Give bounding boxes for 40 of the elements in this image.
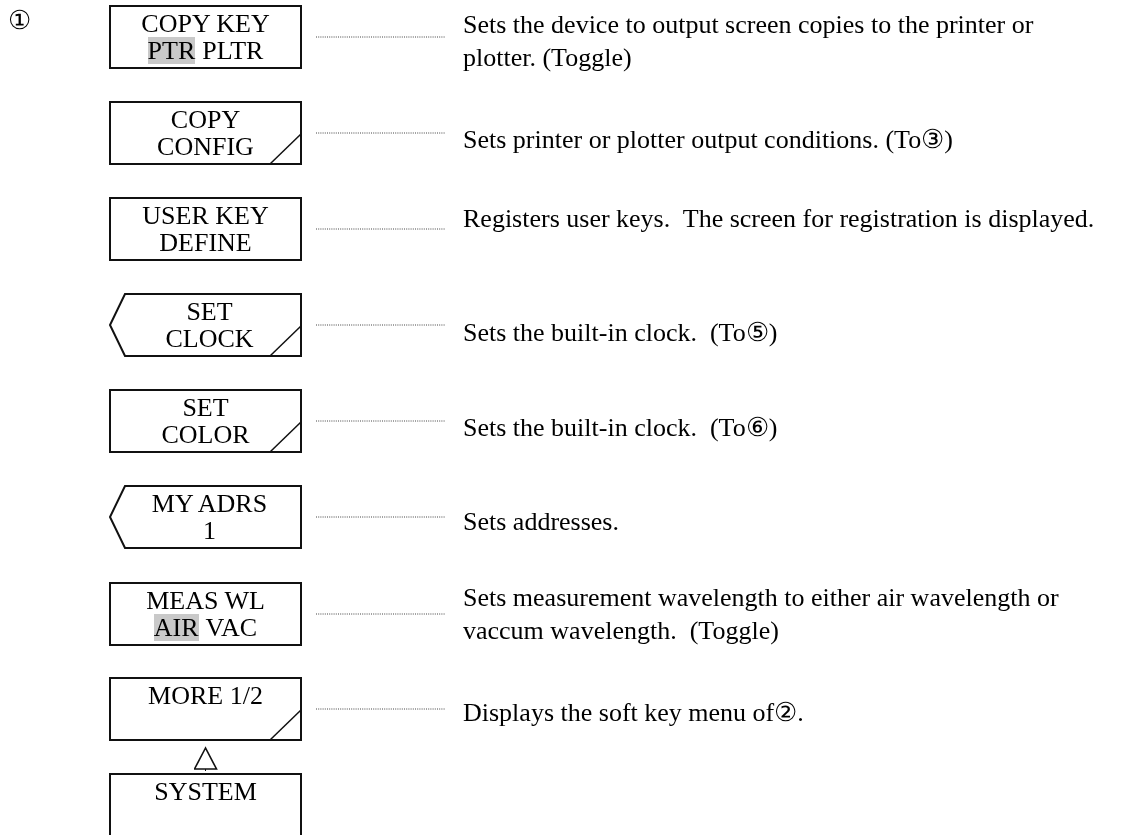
description-text: Registers user keys. The screen for registration is displayed.	[463, 202, 1096, 235]
key-label: MY ADRS 1	[150, 490, 269, 544]
soft-key	[109, 677, 302, 741]
description-text: Sets printer or plotter output conditions. (To③)	[463, 123, 954, 156]
soft-key	[109, 773, 302, 835]
description-text: Sets the device to output screen copies to the printer or plotter. (Toggle)	[463, 9, 1035, 74]
leader-line	[315, 708, 446, 710]
key-label: SET CLOCK	[164, 298, 255, 352]
key-label: COPY CONFIG	[156, 106, 255, 160]
key-label: USER KEY DEFINE	[141, 202, 270, 256]
key-label: SET COLOR	[160, 394, 251, 448]
leader-line	[315, 516, 446, 518]
key-label: PLTR	[202, 37, 264, 64]
soft-key	[109, 389, 302, 453]
triangle-arrow	[193, 747, 218, 772]
leader-line	[315, 324, 446, 326]
description-text: Sets the built-in clock. (To⑤)	[463, 316, 779, 349]
description-text: Sets addresses.	[463, 505, 620, 538]
description-text: Sets measurement wavelength to either air wavelength or vaccum wavelength. (Toggle)	[463, 582, 1060, 647]
key-label: MORE 1/2	[148, 682, 263, 709]
leader-line	[315, 132, 446, 134]
soft-key	[109, 101, 302, 165]
soft-key	[109, 582, 302, 646]
key-label: VAC	[205, 614, 258, 641]
soft-key	[109, 5, 302, 69]
key-label: SYSTEM	[154, 778, 257, 805]
soft-key	[109, 293, 302, 357]
section-number: ①	[8, 6, 31, 36]
key-label: COPY KEY	[141, 10, 270, 37]
key-label: PTR	[147, 37, 196, 64]
description-text: Sets the built-in clock. (To⑥)	[463, 411, 779, 444]
leader-line	[315, 613, 446, 615]
soft-key	[109, 485, 302, 549]
leader-line	[315, 228, 446, 230]
leader-line	[315, 420, 446, 422]
key-label: AIR	[153, 614, 199, 641]
leader-line	[315, 36, 446, 38]
description-text: Displays the soft key menu of②.	[463, 696, 805, 729]
key-label: MEAS WL	[146, 587, 265, 614]
soft-key	[109, 197, 302, 261]
